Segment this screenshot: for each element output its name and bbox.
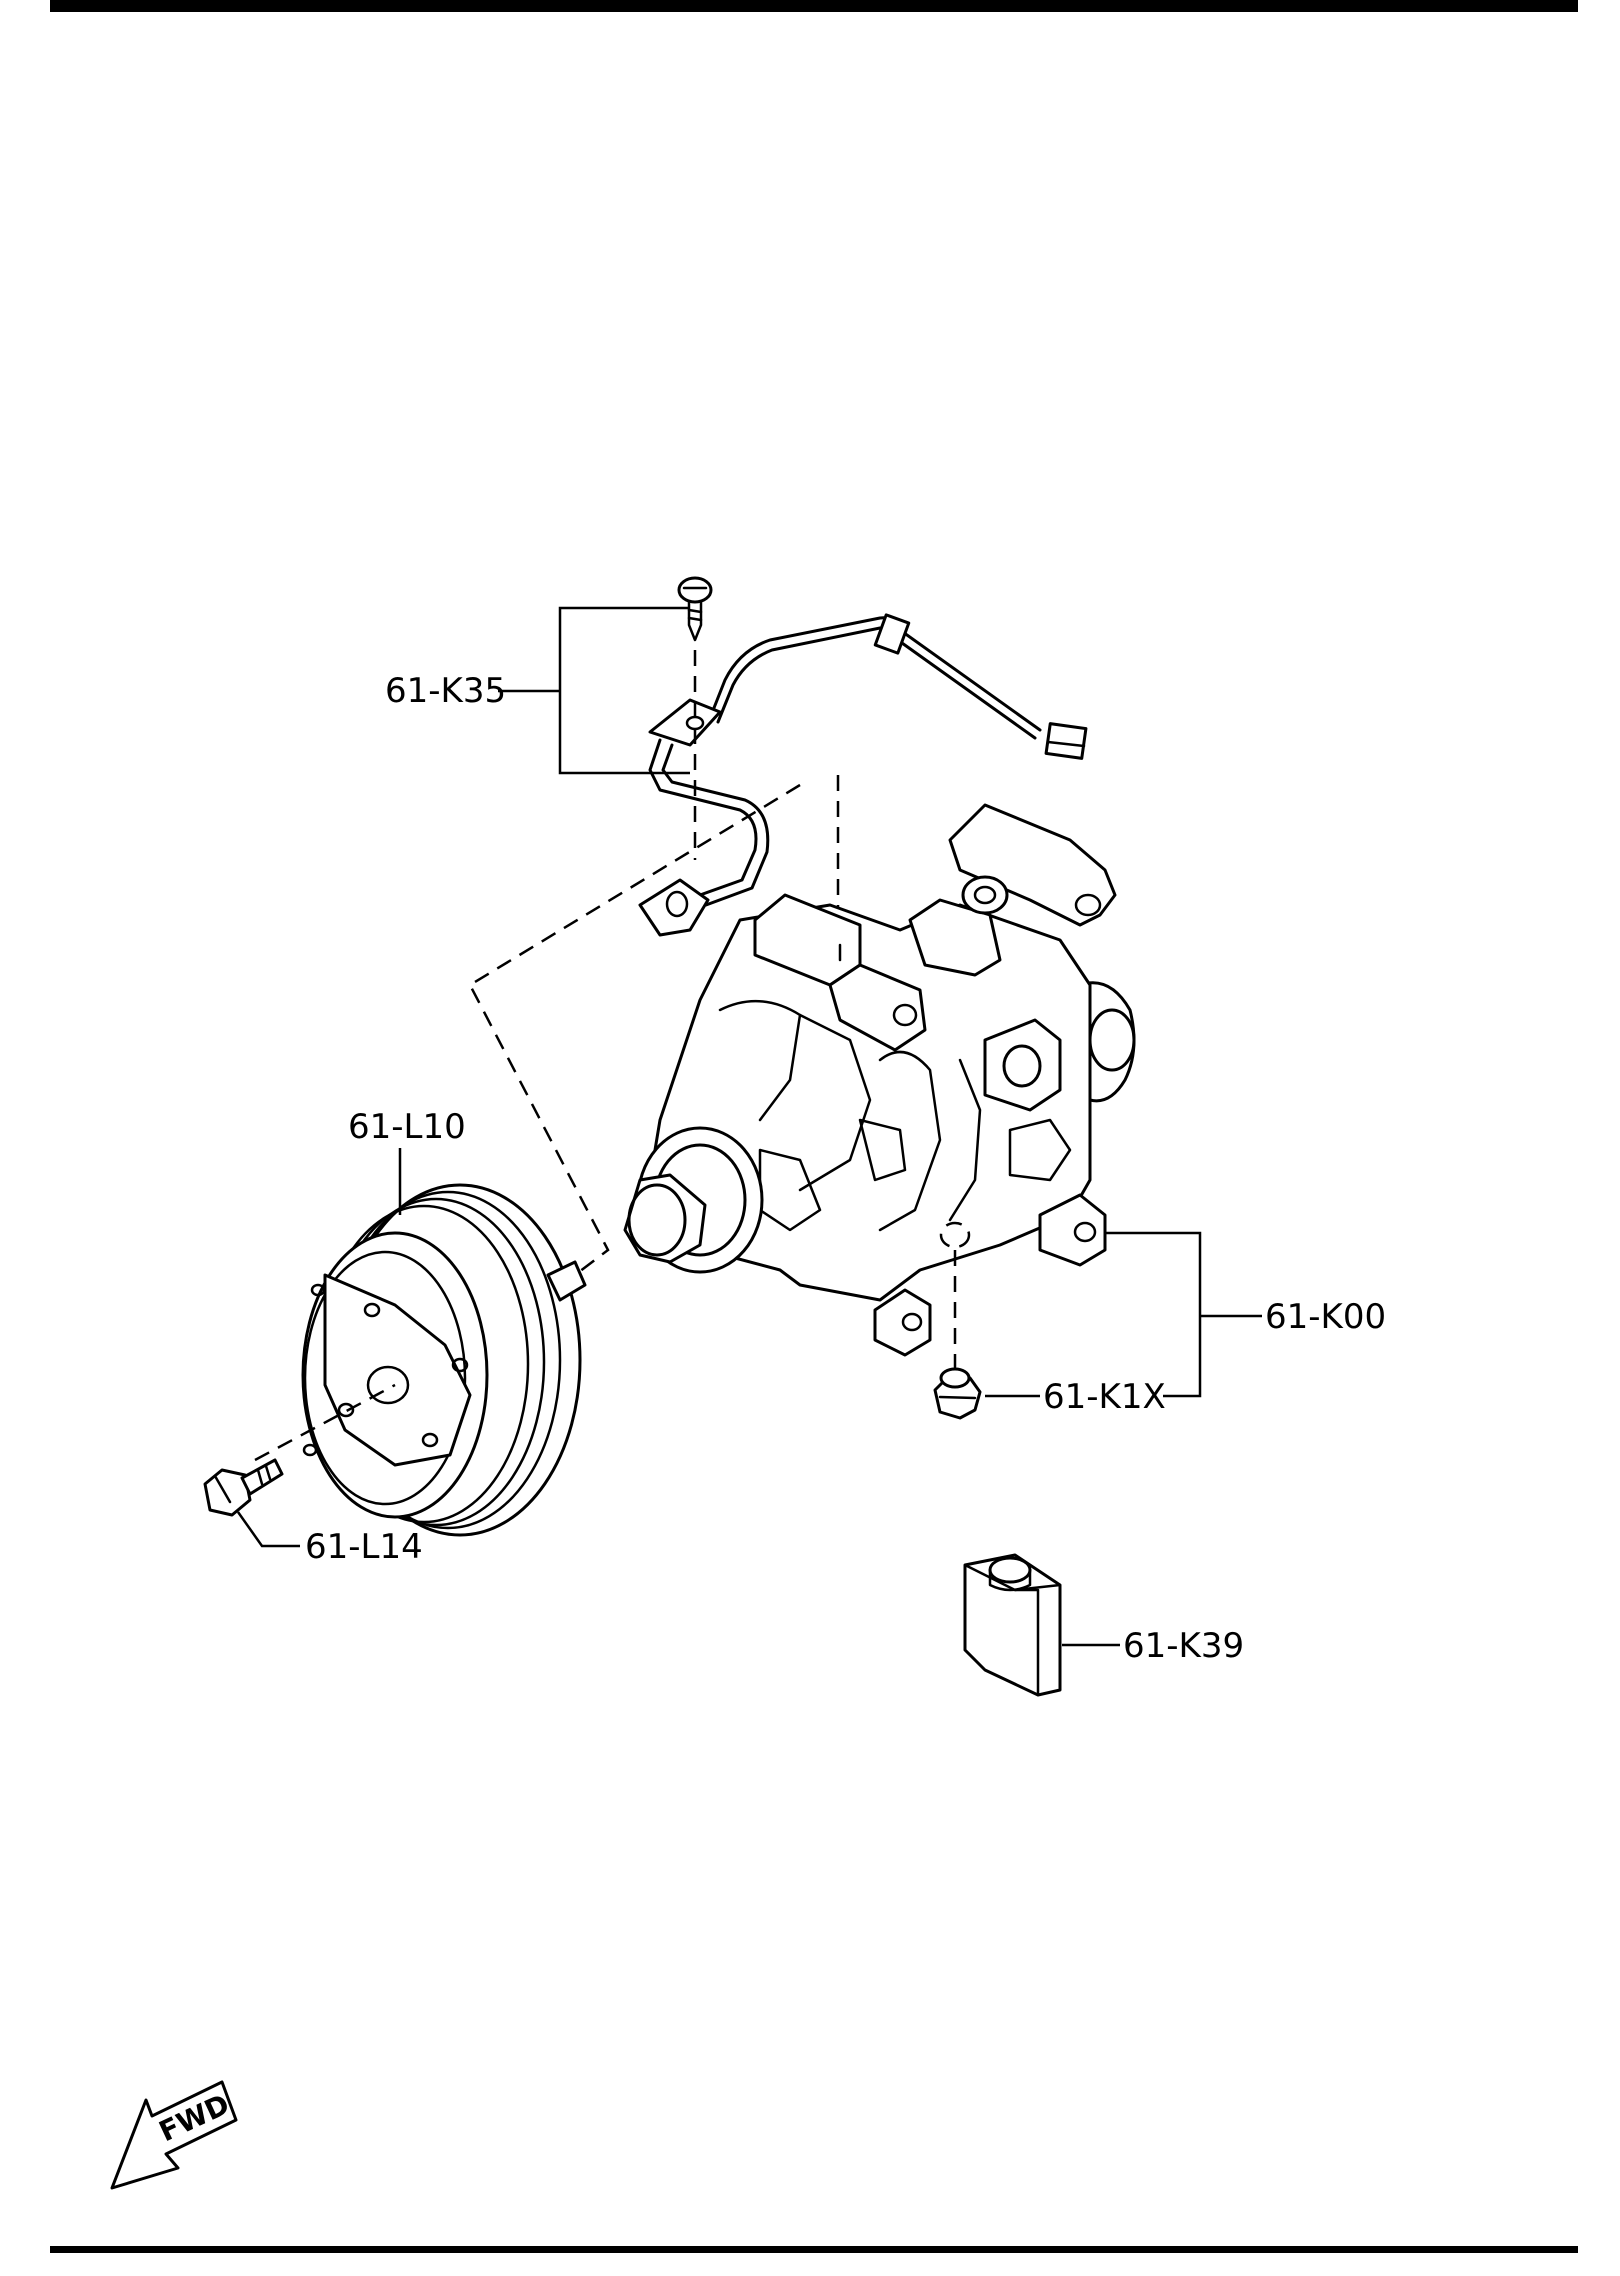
label-61-K1X: 61-K1X: [1043, 1377, 1166, 1417]
leader-61-L14: [236, 1511, 300, 1548]
fwd-arrow-icon: FWD: [110, 2080, 238, 2190]
leader-61-K35: [498, 606, 690, 775]
label-61-K35: 61-K35: [385, 671, 506, 711]
wiring-harness: [638, 576, 1088, 960]
compressor-body: [623, 803, 1136, 1390]
clutch-bolt: [203, 1458, 284, 1517]
top-rule: [50, 0, 1578, 12]
alignment-dashline: [468, 783, 801, 1276]
harness-screw: [677, 576, 713, 642]
label-61-K39: 61-K39: [1123, 1626, 1244, 1666]
oil-container: [963, 1553, 1062, 1697]
label-61-L10: 61-L10: [348, 1107, 466, 1147]
leader-61-K00: [1105, 1231, 1262, 1398]
bottom-rule: [50, 2246, 1578, 2253]
drain-plug: [933, 1367, 982, 1420]
magnetic-clutch: [254, 1183, 587, 1537]
label-61-K00: 61-K00: [1265, 1297, 1386, 1337]
label-61-L14: 61-L14: [305, 1527, 423, 1567]
